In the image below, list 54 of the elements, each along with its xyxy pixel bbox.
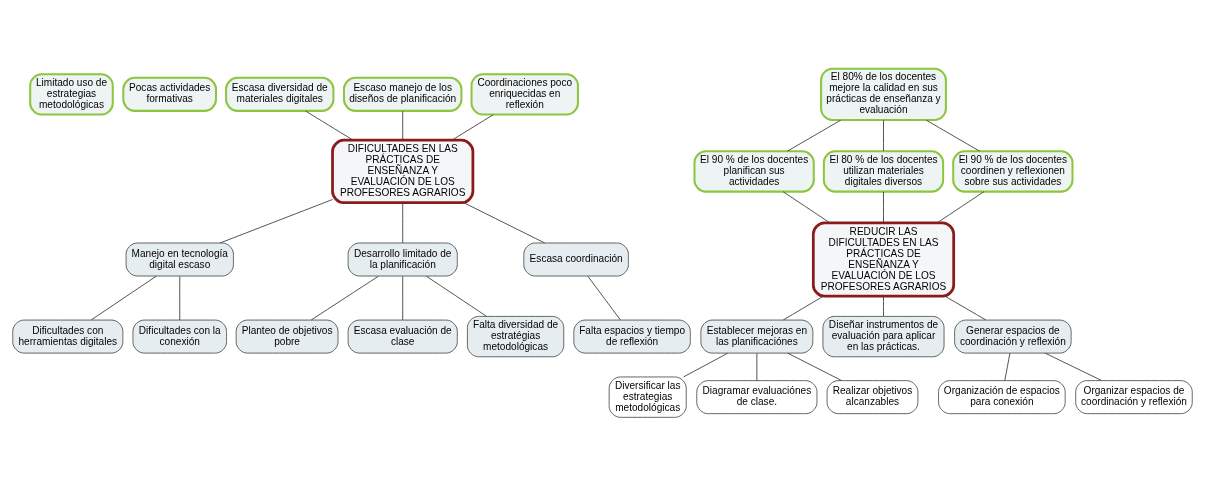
- node-box: Establecer mejoras en las planificaciónes: [700, 319, 814, 354]
- connector: [463, 202, 546, 244]
- node-box: El 90 % de los docentes planifican sus actividades: [693, 150, 815, 193]
- node-box: El 80 % de los docentes utilizan materiales digitales diversos: [822, 150, 945, 193]
- connector: [782, 295, 824, 321]
- node-box: Pocas actividades formativas: [122, 76, 217, 112]
- connector: [587, 275, 621, 321]
- node-box: Realizar objetivos alcanzables: [826, 380, 919, 415]
- connector: [782, 191, 831, 224]
- connector: [219, 199, 333, 244]
- node-box: Planteo de objetivos pobre: [235, 319, 339, 354]
- connector: [402, 275, 404, 321]
- node-box: El 80% de los docentes mejore la calidad en sus prácticas de enseñanza y evaluación: [820, 67, 947, 122]
- connector: [402, 110, 404, 141]
- connector: [756, 352, 758, 381]
- node-box: Dificultades con la conexión: [132, 319, 227, 354]
- node-box: Dificultades con herramientas digitales: [12, 319, 124, 354]
- connector: [305, 110, 354, 141]
- connector: [944, 295, 987, 321]
- node-box: Escasa evaluación de clase: [347, 319, 458, 354]
- connector: [925, 119, 981, 152]
- node-box: Falta espacios y tiempo de reflexión: [573, 319, 691, 354]
- node-box: DIFICULTADES EN LAS PRÁCTICAS DE ENSEÑANZA Y EVALUACIÓN DE LOS PROFESORES AGRARIOS: [331, 138, 475, 204]
- node-box: Desarrollo limitado de la planificación: [347, 242, 458, 277]
- node-box: REDUCIR LAS DIFICULTADES EN LAS PRÁCTICAS DE ENSEÑANZA Y EVALUACIÓN DE LOS PROFESORES AGRARIOS: [811, 221, 956, 298]
- connector: [787, 352, 842, 381]
- connector: [1004, 352, 1011, 381]
- connector: [90, 275, 157, 321]
- node-box: Diagramar evaluaciónes de clase.: [696, 380, 818, 415]
- connector: [310, 275, 379, 321]
- connector: [786, 119, 842, 152]
- node-box: Generar espacios de coordinación y reflexión: [954, 319, 1072, 354]
- node-box: Escasa diversidad de materiales digitales: [225, 76, 335, 112]
- connector: [883, 295, 884, 317]
- connector: [451, 114, 494, 141]
- node-box: Diseñar instrumentos de evaluación para aplicar en las prácticas.: [822, 315, 945, 358]
- connector: [402, 202, 404, 244]
- node-box: El 90 % de los docentes coordinen y reflexionen sobre sus actividades: [952, 150, 1074, 193]
- connector: [683, 352, 729, 378]
- node-box: Coordinaciones poco enriquecidas en reflexión: [470, 73, 579, 116]
- node-box: Escaso manejo de los diseños de planificación: [343, 76, 463, 112]
- connector: [936, 191, 985, 224]
- connector: [179, 275, 181, 321]
- node-box: Organizar espacios de coordinación y reflexión: [1075, 380, 1193, 415]
- connector: [425, 275, 487, 317]
- connector: [883, 191, 884, 223]
- node-box: Escasa coordinación: [523, 242, 629, 277]
- node-box: Limitado uso de estrategias metodológicas: [29, 73, 114, 116]
- connector: [1044, 352, 1102, 381]
- node-box: Diversificar las estrategias metodológicas: [608, 376, 687, 418]
- node-box: Falta diversidad de estratégias metodológicas: [466, 315, 565, 358]
- node-box: Manejo en tecnología digital escaso: [125, 242, 234, 277]
- node-box: Organización de espacios para conexión: [938, 380, 1066, 415]
- connector: [883, 119, 884, 152]
